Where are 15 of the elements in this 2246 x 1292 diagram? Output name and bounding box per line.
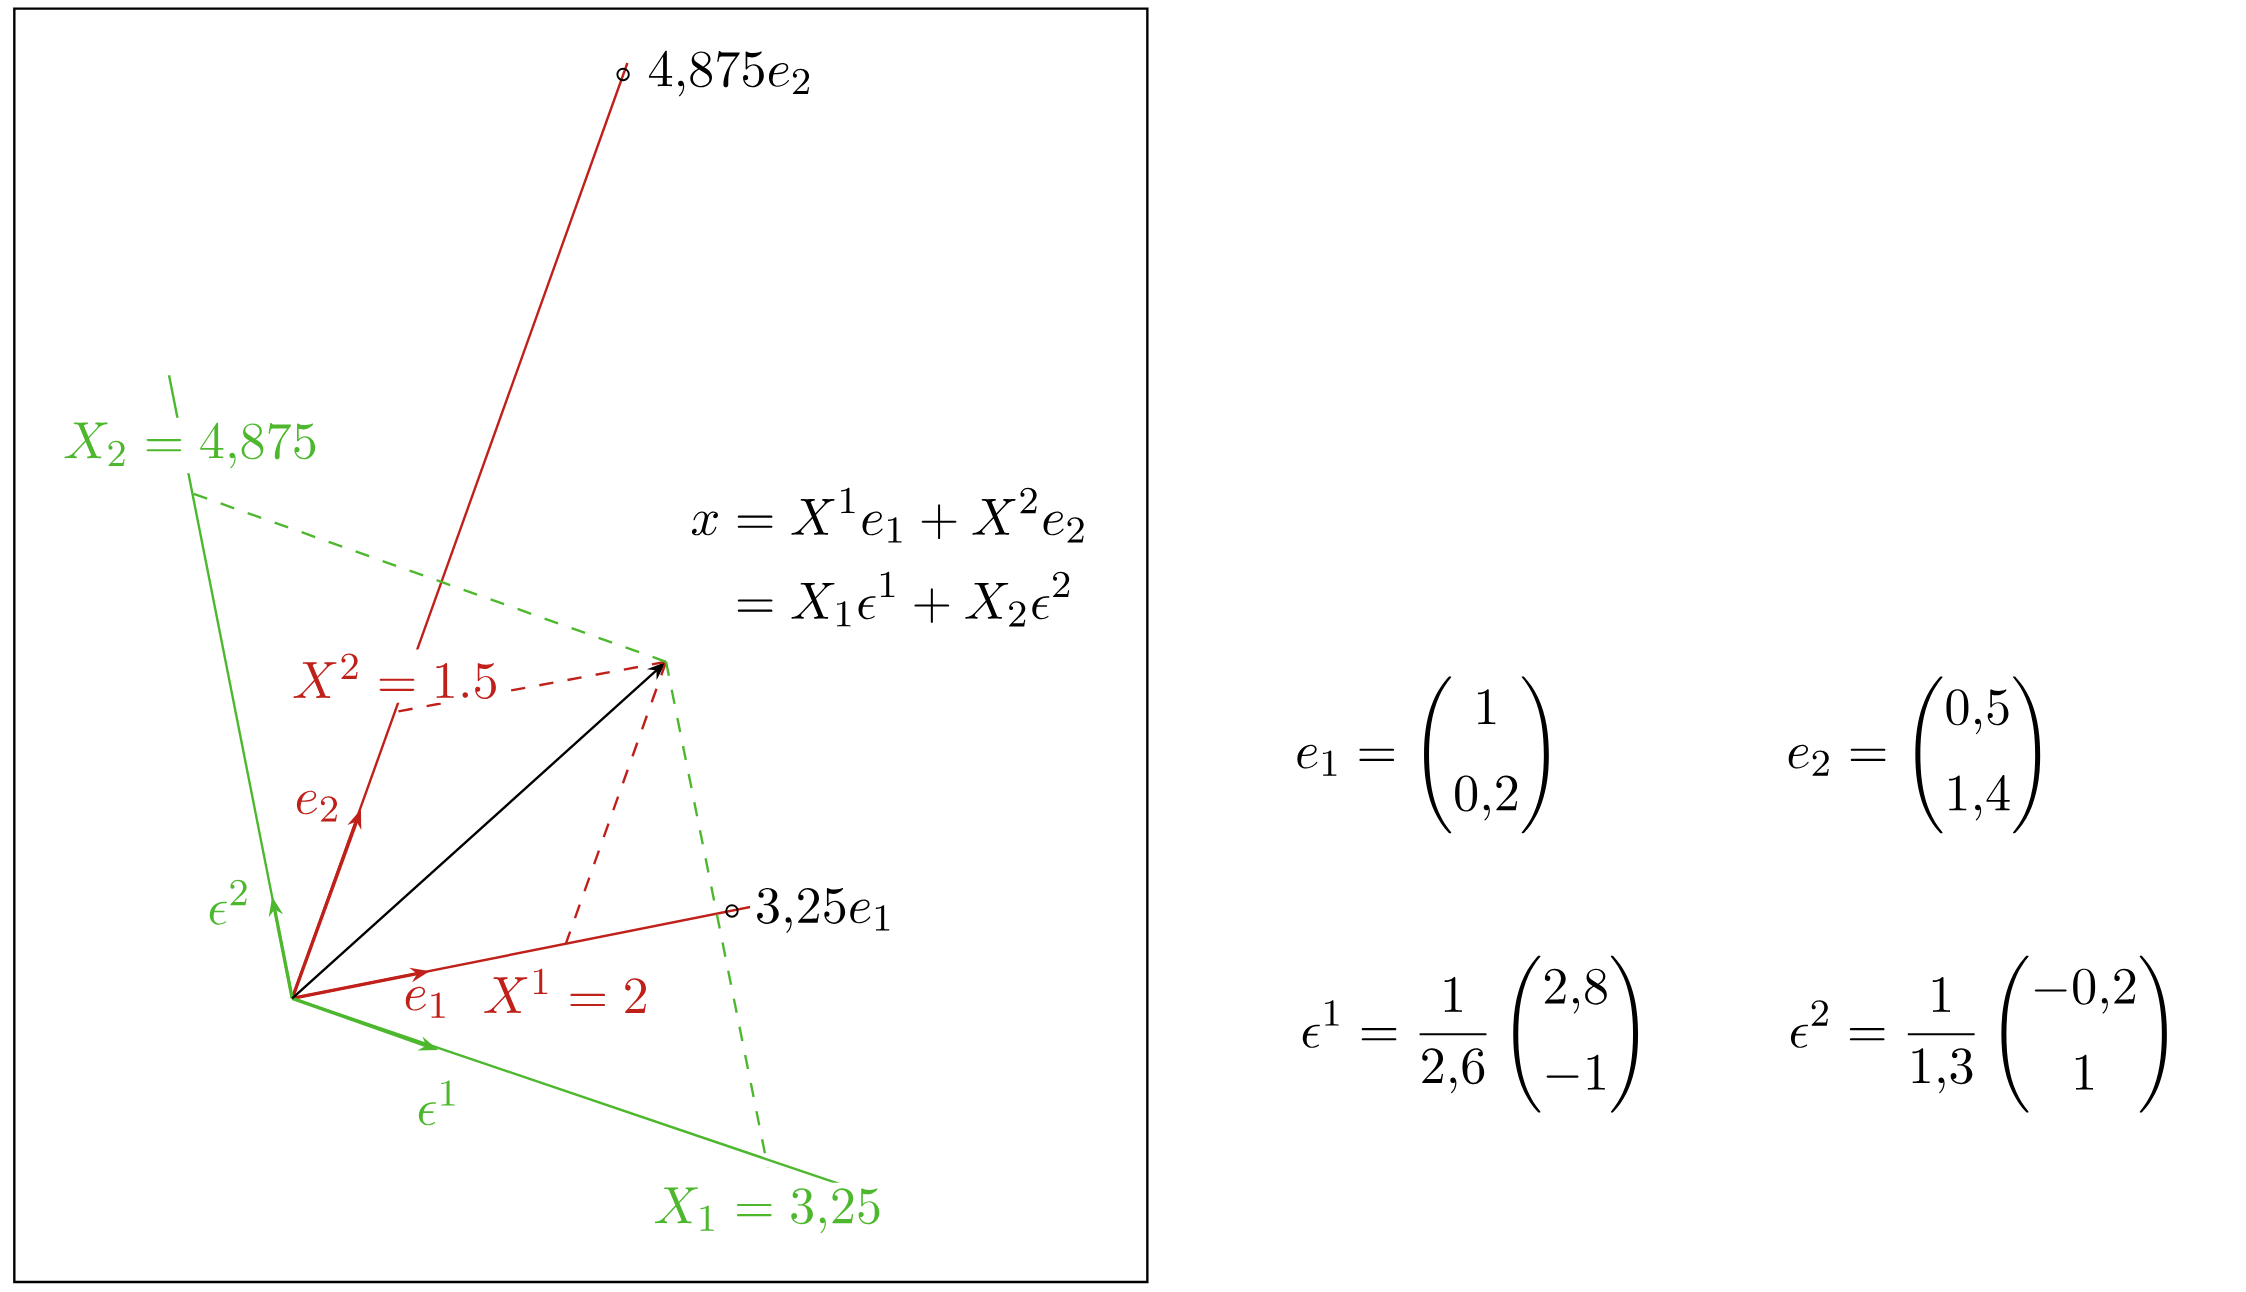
math-label: $X_2 = 4{,}875$ [58, 417, 323, 474]
math-label: $X^1 = 2$ [478, 964, 654, 1018]
math-label: $4{,}875e_2$ [642, 47, 819, 102]
math-label: $e_1$ [398, 982, 456, 1023]
math-label: $\epsilon^1$ [411, 1076, 466, 1130]
math-label: $\begin{aligned} x &= X^1 e_1 + X^2 e_2 \\ &= X_1 \epsilon^1 + X_2 \epsilon^2 \end{aligned}$ [685, 483, 1093, 643]
math-label: $X_1 = 3{,}25$ [648, 1182, 887, 1239]
math-label: $X^2 = 1.5$ [287, 649, 504, 703]
equation: $\epsilon^2 = \frac{1}{1{,}3} \begin{pmatrix} -0{,}2 \\[1ex] 1 \end{pmatrix}$ [1783, 951, 2185, 1118]
equation: $\epsilon^1 = \frac{1}{2{,}6} \begin{pmatrix} 2{,}8 \\[1ex] -1 \end{pmatrix}$ [1295, 951, 1656, 1118]
math-label: $e_2$ [289, 786, 347, 827]
equation: $e_1 = \begin{pmatrix} 1 \\[1ex] 0{,}2 \end{pmatrix}$ [1290, 671, 1567, 839]
equation: $e_2 = \begin{pmatrix} 0{,}5 \\[1ex] 1{,}4 \end{pmatrix}$ [1781, 671, 2058, 839]
math-label: $\epsilon^2$ [202, 875, 256, 929]
math-label: $3{,}25e_1$ [750, 884, 900, 938]
